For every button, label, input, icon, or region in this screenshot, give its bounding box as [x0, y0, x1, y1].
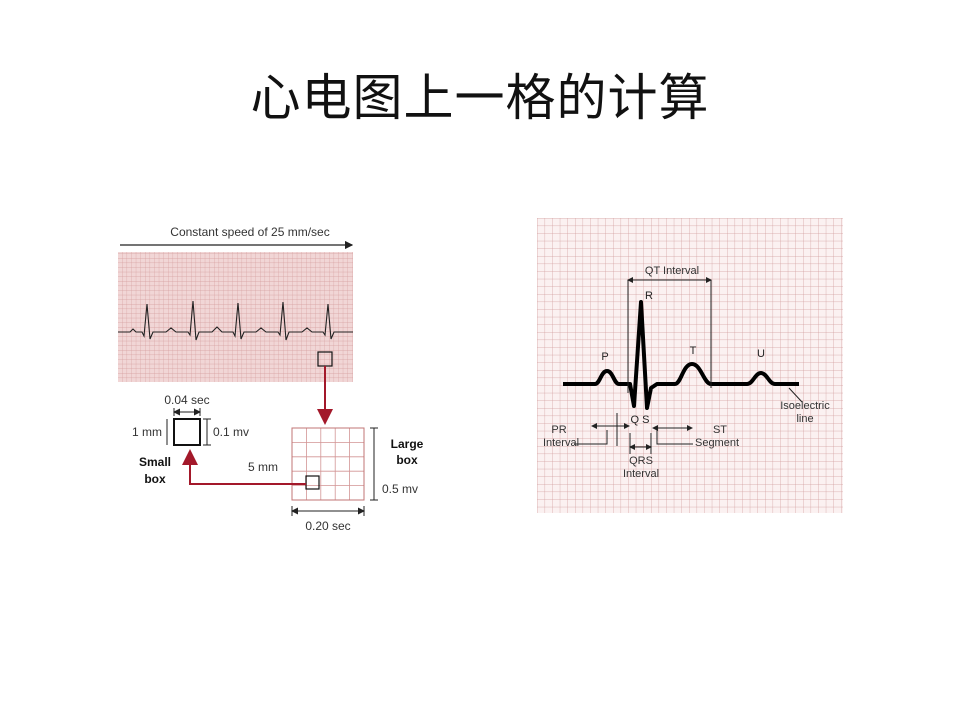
q-s-label: Q S [631, 414, 650, 426]
large-box-height-label: 5 mm [248, 460, 278, 474]
ecg-strip-grid [118, 252, 353, 382]
isoelectric-label-2: line [796, 413, 813, 425]
st-label-2: Segment [695, 437, 739, 449]
qrs-label-1: QRS [629, 455, 653, 467]
qt-interval-label: QT Interval [645, 265, 699, 277]
large-box-label-1: Large [391, 437, 424, 451]
small-box-voltage-label: 0.1 mv [213, 425, 249, 439]
ecg-waveform-trace [563, 300, 799, 410]
large-box-time-label: 0.20 sec [305, 519, 350, 533]
u-wave-label: U [757, 348, 765, 360]
pr-leader [574, 430, 608, 445]
speed-label: Constant speed of 25 mm/sec [170, 225, 329, 239]
r-wave-label: R [645, 290, 653, 302]
ecg-waveform-diagram: QT Interval R P T U Q S PR Interval ST S… [537, 218, 843, 513]
pr-label-1: PR [551, 424, 566, 436]
isoelectric-label-1: Isoelectric [780, 400, 830, 412]
small-box-height-label: 1 mm [132, 425, 162, 439]
slide-title: 心电图上一格的计算 [250, 69, 710, 127]
large-box-voltage-label: 0.5 mv [382, 482, 418, 496]
small-box-label-1: Small [139, 455, 171, 469]
large-box [291, 427, 365, 501]
small-box [173, 418, 201, 446]
large-to-small-arrow [182, 449, 306, 485]
isoelectric-pointer [788, 387, 803, 403]
large-box-label-2: box [396, 453, 418, 467]
st-leader [656, 428, 693, 445]
qrs-label-2: Interval [623, 468, 659, 480]
small-box-label-2: box [144, 472, 166, 486]
st-label-1: ST [713, 424, 727, 436]
small-box-time-label: 0.04 sec [164, 393, 209, 407]
ecg-strip-trace [118, 300, 353, 341]
t-wave-label: T [690, 345, 697, 357]
p-wave-label: P [601, 351, 608, 363]
pr-label-2: Interval [543, 437, 579, 449]
ecg-paper-scale-diagram: Constant speed of 25 mm/sec 0.04 sec 1 m… [118, 225, 424, 533]
